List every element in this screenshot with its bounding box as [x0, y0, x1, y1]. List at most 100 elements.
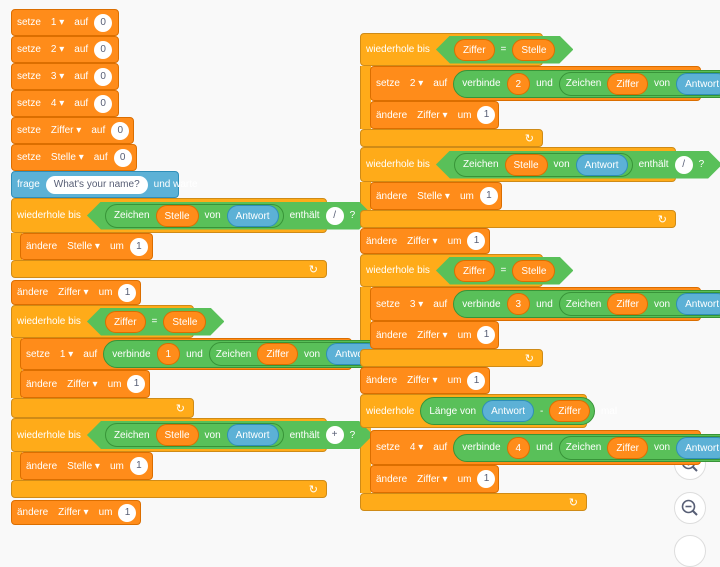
block-label: ändere	[26, 378, 58, 390]
text-input[interactable]: What's your name?	[45, 175, 148, 194]
variable-dropdown[interactable]: Ziffer	[413, 474, 451, 485]
variable-reporter: Ziffer	[454, 39, 495, 61]
code-block[interactable]: ändereZifferum1	[11, 280, 141, 305]
number-input[interactable]: /	[326, 207, 344, 225]
code-block[interactable]: setzeZifferauf0	[11, 117, 134, 144]
code-block[interactable]: ändereStelleum1	[20, 452, 153, 480]
variable-dropdown[interactable]: 4	[47, 98, 68, 109]
code-block[interactable]: setze4auf0	[11, 90, 119, 117]
variable-dropdown[interactable]: 4	[406, 442, 427, 453]
number-input[interactable]: 0	[111, 121, 130, 140]
block-label: um	[447, 375, 462, 386]
number-input[interactable]: 1	[477, 470, 496, 488]
number-input[interactable]: 1	[477, 326, 496, 344]
block-label: Länge von	[429, 405, 477, 417]
sensing-reporter: Antwort	[676, 293, 720, 315]
variable-reporter: Ziffer	[257, 343, 298, 365]
number-input[interactable]: 1	[129, 457, 148, 475]
number-input[interactable]: 1	[129, 237, 148, 256]
code-block[interactable]: ändereZifferum1	[360, 367, 490, 394]
loop-arrow-icon: ↻	[175, 402, 185, 415]
loop-block-end[interactable]: ↻	[11, 480, 327, 498]
number-input[interactable]: +	[326, 426, 344, 444]
variable-dropdown[interactable]: Ziffer	[403, 375, 441, 386]
number-input[interactable]: 0	[94, 40, 113, 59]
code-block[interactable]: setze2auf0	[11, 36, 119, 63]
number-input[interactable]: 1	[467, 371, 486, 390]
variable-dropdown[interactable]: Ziffer	[54, 507, 92, 518]
number-input[interactable]: 1	[127, 375, 146, 393]
variable-dropdown[interactable]: Ziffer	[54, 287, 92, 298]
number-input[interactable]: 1	[477, 106, 496, 124]
variable-dropdown[interactable]: 1	[47, 17, 68, 28]
variable-dropdown[interactable]: Ziffer	[413, 330, 451, 341]
block-label: um	[98, 507, 113, 518]
variable-dropdown[interactable]: Stelle	[413, 191, 454, 202]
loop-block-end[interactable]: ↻	[11, 398, 194, 418]
variable-dropdown[interactable]: Stelle	[63, 241, 104, 252]
number-input[interactable]: 0	[94, 13, 113, 32]
variable-dropdown[interactable]: 1	[56, 349, 77, 360]
variable-dropdown[interactable]: 2	[47, 44, 68, 55]
code-block[interactable]: ändereZifferum1	[370, 101, 499, 129]
code-block[interactable]: ändereZifferum1	[370, 321, 499, 349]
variable-dropdown[interactable]: Ziffer	[63, 379, 101, 390]
loop-block-end[interactable]: ↻	[11, 260, 327, 278]
block-label: ändere	[17, 287, 49, 298]
code-block[interactable]: ändereStelleum1	[370, 182, 502, 210]
block-label: ändere	[26, 460, 58, 472]
code-block[interactable]: setze3auf0	[11, 63, 119, 90]
code-block[interactable]: ändereZifferum1	[11, 500, 141, 525]
sensing-reporter: Antwort	[676, 72, 720, 95]
number-input[interactable]: 1	[467, 232, 486, 250]
block-label: auf	[74, 98, 89, 109]
loop-block-end[interactable]: ↻	[360, 493, 587, 511]
code-block[interactable]: ändereZifferum1	[360, 228, 490, 254]
number-input[interactable]: 1	[479, 187, 498, 205]
loop-block-end[interactable]: ↻	[360, 349, 543, 367]
code-block[interactable]: ändereZifferum1	[370, 465, 499, 493]
code-block[interactable]: setzeStelleauf0	[11, 144, 137, 171]
code-workspace[interactable]: setze1auf0setze2auf0setze3auf0setze4auf0…	[0, 0, 720, 540]
variable-dropdown[interactable]: 3	[47, 71, 68, 82]
loop-block-end[interactable]: ↻	[360, 210, 676, 228]
variable-dropdown[interactable]: 3	[406, 299, 427, 310]
code-block[interactable]: setze1aufverbinde1undZeichenZiffervonAnt…	[20, 338, 387, 370]
block-label: ändere	[26, 241, 58, 252]
number-input[interactable]: 0	[94, 67, 113, 86]
sensing-reporter: Antwort	[227, 424, 279, 446]
block-label: mal	[600, 405, 618, 417]
code-block[interactable]: ändere Stelle um 1	[20, 233, 153, 260]
code-block[interactable]: ändereZifferum1	[20, 370, 150, 398]
variable-dropdown[interactable]: Stelle	[63, 461, 104, 472]
code-block[interactable]: setze4aufverbinde4undZeichenZiffervonAnt…	[370, 430, 720, 465]
block-label: Zeichen	[462, 159, 499, 170]
zoom-out-button[interactable]	[674, 492, 706, 524]
number-input[interactable]: 0	[113, 148, 132, 167]
variable-dropdown[interactable]: Ziffer	[403, 236, 441, 247]
code-block[interactable]: setze2aufverbinde2undZeichenZiffervonAnt…	[370, 66, 720, 101]
number-input[interactable]: 0	[94, 94, 113, 113]
variable-dropdown[interactable]: Stelle	[47, 152, 88, 163]
loop-block-end[interactable]: ↻	[360, 129, 543, 147]
variable-dropdown[interactable]: 2	[406, 78, 427, 89]
block-label: um	[109, 241, 124, 252]
number-input[interactable]: /	[675, 156, 693, 174]
number-input[interactable]: 1	[118, 503, 137, 522]
variable-dropdown[interactable]: Ziffer	[413, 110, 451, 121]
code-block[interactable]: setze1auf0	[11, 9, 119, 36]
variable-reporter: 4	[506, 436, 531, 459]
number-input[interactable]: 1	[118, 283, 137, 302]
variable-dropdown[interactable]: Ziffer	[47, 125, 85, 136]
code-block[interactable]: setze3aufverbinde3undZeichenZiffervonAnt…	[370, 287, 720, 321]
